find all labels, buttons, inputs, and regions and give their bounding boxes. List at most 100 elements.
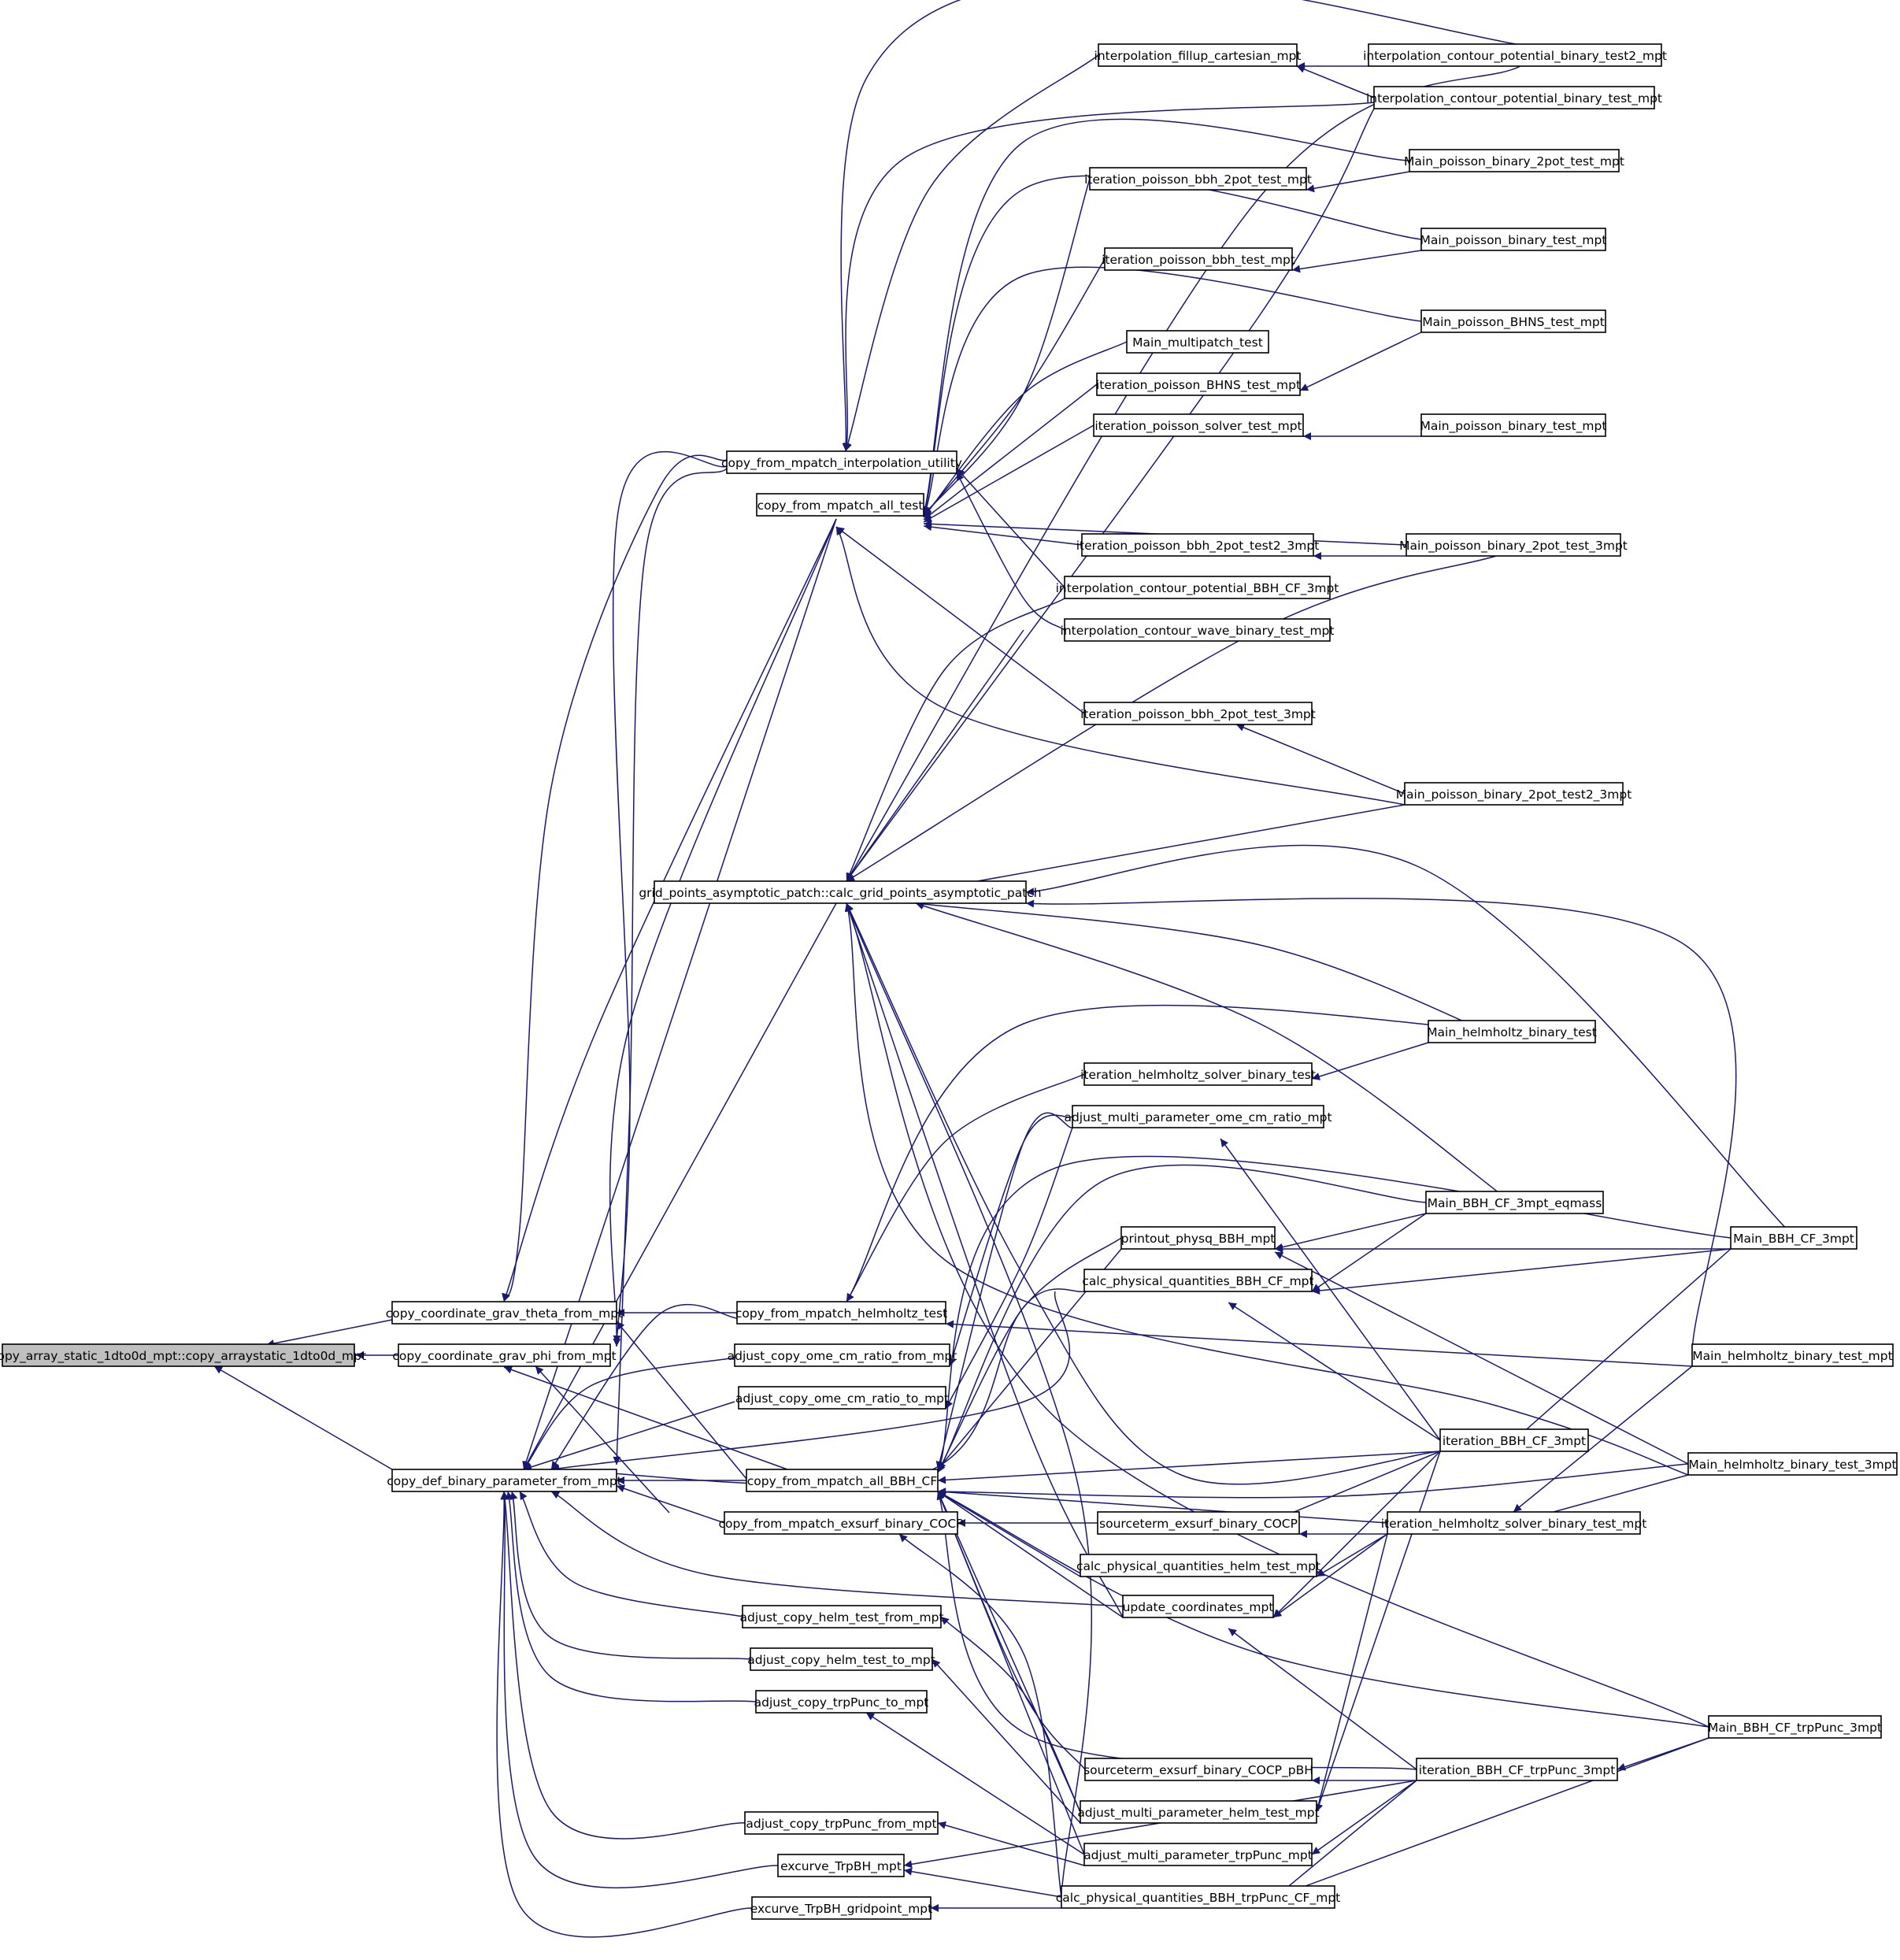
function-node[interactable]: adjust_copy_trpPunc_from_mpt — [744, 1811, 939, 1835]
function-node[interactable]: printout_physq_BBH_mpt — [1120, 1226, 1276, 1250]
call-edge-gridpts-from-mbbhtrp — [846, 902, 1709, 1728]
function-node[interactable]: copy_from_mpatch_all_BBH_CF — [746, 1469, 939, 1492]
call-edge-allbbh-from-mbbhtrp — [937, 1491, 1709, 1728]
function-node[interactable]: copy_from_mpatch_interpolation_utility — [721, 450, 962, 474]
function-node[interactable]: Main_poisson_binary_test_mpt — [1420, 228, 1607, 251]
function-node[interactable]: copy_from_mpatch_helmholtz_test — [735, 1301, 947, 1325]
function-node[interactable]: adjust_copy_trpPunc_to_mpt — [754, 1690, 929, 1714]
call-edge-defbin-from-adjtrpfrom — [501, 1491, 746, 1840]
node-label: iteration_helmholtz_solver_binary_test — [1080, 1068, 1316, 1083]
call-edge-srcexsurf-from-ibbh3 — [1267, 1451, 1441, 1524]
function-node[interactable]: iteration_poisson_solver_test_mpt — [1093, 413, 1304, 437]
root-node[interactable]: copy_array_static_1dto0d_mpt::copy_array… — [0, 1343, 366, 1367]
call-edge-calcphys-from-mbbheq — [1311, 1213, 1427, 1292]
function-node[interactable]: Main_helmholtz_binary_test_3mpt — [1687, 1452, 1898, 1476]
function-node[interactable]: calc_physical_quantities_helm_test_mpt — [1076, 1554, 1320, 1577]
call-edge-interputil-from-icpbt2 — [840, 0, 1521, 452]
function-node[interactable]: Main_helmholtz_binary_test — [1427, 1020, 1597, 1043]
call-edge-alltest-from-mainmp — [923, 341, 1128, 518]
function-node[interactable]: excurve_TrpBH_mpt — [777, 1854, 905, 1877]
function-node[interactable]: iteration_BBH_CF_trpPunc_3mpt — [1416, 1758, 1618, 1781]
function-node[interactable]: Main_poisson_binary_2pot_test_3mpt — [1399, 533, 1628, 557]
node-label: Main_poisson_binary_test_mpt — [1420, 233, 1607, 248]
function-node[interactable]: adjust_copy_helm_test_to_mpt — [747, 1647, 935, 1671]
node-box — [1373, 86, 1655, 109]
node-label: Main_poisson_binary_2pot_test2_3mpt — [1396, 787, 1632, 802]
function-node[interactable]: adjust_multi_parameter_ome_cm_ratio_mpt — [1064, 1105, 1332, 1128]
call-edge-gridpts-from-mpb2pot3 — [846, 555, 1497, 882]
node-label: iteration_helmholtz_solver_binary_test_m… — [1381, 1517, 1647, 1532]
function-node[interactable]: Main_helmholtz_binary_test_mpt — [1691, 1343, 1894, 1367]
call-edge-exsurf-from-calctrp — [898, 1533, 1062, 1898]
function-node[interactable]: adjust_copy_ome_cm_ratio_from_mpt — [728, 1343, 957, 1367]
function-node[interactable]: interpolation_contour_potential_BBH_CF_3… — [1056, 576, 1339, 599]
function-node[interactable]: interpolation_contour_potential_binary_t… — [1366, 86, 1662, 109]
node-box — [1080, 1554, 1317, 1577]
function-node[interactable]: update_coordinates_mpt — [1122, 1595, 1274, 1618]
call-edge-adjomefrom-from-adjmultiome — [948, 1114, 1073, 1367]
function-node[interactable]: calc_physical_quantities_BBH_trpPunc_CF_… — [1056, 1885, 1340, 1909]
call-edge-updcoord-from-ihelmsolvermpt — [1272, 1533, 1388, 1618]
function-node[interactable]: Main_BBH_CF_3mpt_eqmass — [1425, 1191, 1604, 1214]
node-box — [1064, 576, 1331, 599]
function-node[interactable]: copy_def_binary_parameter_from_mpt — [387, 1469, 622, 1492]
node-label: copy_coordinate_grav_phi_from_mpt — [392, 1349, 616, 1364]
function-node[interactable]: sourceterm_exsurf_binary_COCP — [1097, 1511, 1300, 1535]
function-node[interactable]: iteration_BBH_CF_3mpt — [1439, 1428, 1589, 1452]
function-node[interactable]: iteration_poisson_bbh_test_mpt — [1102, 247, 1295, 271]
function-node[interactable]: iteration_poisson_bbh_2pot_test_mpt — [1084, 167, 1312, 191]
function-node[interactable]: Main_multipatch_test — [1126, 330, 1269, 354]
function-node[interactable]: excurve_TrpBH_gridpoint_mpt — [750, 1896, 932, 1920]
node-box — [1368, 43, 1662, 67]
function-node[interactable]: Main_poisson_BHNS_test_mpt — [1420, 309, 1606, 333]
function-node[interactable]: iteration_helmholtz_solver_binary_test — [1080, 1062, 1316, 1086]
node-box — [1093, 413, 1304, 437]
node-box — [744, 1811, 939, 1835]
function-node[interactable]: Main_poisson_binary_2pot_test_mpt — [1404, 149, 1624, 172]
node-label: adjust_copy_helm_test_from_mpt — [739, 1610, 943, 1625]
call-edge-adjmultitrp-from-ibbhtrp — [1311, 1780, 1417, 1855]
function-node[interactable]: interpolation_contour_potential_binary_t… — [1363, 43, 1667, 67]
function-node[interactable]: Main_poisson_binary_2pot_test2_3mpt — [1396, 782, 1632, 806]
node-label: adjust_multi_parameter_helm_test_mpt — [1077, 1806, 1319, 1821]
function-node[interactable]: grid_points_asymptotic_patch::calc_grid_… — [639, 880, 1042, 904]
function-node[interactable]: sourceterm_exsurf_binary_COCP_pBH — [1083, 1758, 1313, 1781]
function-node[interactable]: copy_from_mpatch_all_test — [756, 493, 924, 517]
node-label: adjust_copy_helm_test_to_mpt — [747, 1653, 935, 1668]
node-label: adjust_multi_parameter_ome_cm_ratio_mpt — [1064, 1110, 1331, 1125]
function-node[interactable]: iteration_poisson_bbh_2pot_test_3mpt — [1080, 702, 1316, 725]
node-box — [1387, 1511, 1641, 1535]
node-box — [1089, 167, 1307, 191]
call-edge-defbin-from-interputil — [613, 468, 728, 1465]
function-node[interactable]: iteration_poisson_BHNS_test_mpt — [1096, 372, 1301, 396]
call-edge-theta-from-interputil — [502, 454, 728, 1302]
node-box — [1083, 1269, 1313, 1292]
function-node[interactable]: iteration_helmholtz_solver_binary_test_m… — [1381, 1511, 1647, 1535]
function-node[interactable]: copy_coordinate_grav_theta_from_mpt — [386, 1301, 623, 1325]
function-node[interactable]: copy_coordinate_grav_phi_from_mpt — [392, 1343, 617, 1367]
node-label: Main_poisson_BHNS_test_mpt — [1422, 315, 1605, 330]
function-node[interactable]: adjust_multi_parameter_trpPunc_mpt — [1083, 1843, 1313, 1866]
node-label: copy_coordinate_grav_theta_from_mpt — [386, 1306, 623, 1321]
function-node[interactable]: iteration_poisson_bbh_2pot_test2_3mpt — [1076, 533, 1320, 557]
function-node[interactable]: calc_physical_quantities_BBH_CF_mpt — [1082, 1269, 1314, 1292]
call-edge-alltest-from-mpbt — [922, 175, 1422, 516]
call-edge-gridpts-from-mpb2pot2_3 — [915, 804, 1406, 895]
function-node[interactable]: copy_from_mpatch_exsurf_binary_COCP — [718, 1511, 964, 1535]
function-node[interactable]: Main_poisson_binary_test_mpt — [1420, 413, 1607, 437]
node-box — [1708, 1715, 1882, 1739]
function-node[interactable]: Main_BBH_CF_3mpt — [1730, 1226, 1857, 1250]
node-box — [1080, 1800, 1317, 1824]
node-label: Main_helmholtz_binary_test_mpt — [1692, 1349, 1892, 1364]
call-edge-adjometo-from-adjmultiome — [945, 1127, 1073, 1410]
call-edge-updcoord-from-ibbhtrp — [1228, 1628, 1417, 1770]
function-node[interactable]: adjust_multi_parameter_helm_test_mpt — [1077, 1800, 1320, 1824]
node-label: copy_from_mpatch_all_BBH_CF — [747, 1474, 938, 1489]
function-node[interactable]: Main_BBH_CF_trpPunc_3mpt — [1708, 1715, 1882, 1739]
call-edge-ibbh3-from-mbbh3 — [1513, 1248, 1731, 1441]
function-node[interactable]: interpolation_contour_wave_binary_test_m… — [1061, 618, 1335, 642]
function-node[interactable]: interpolation_fillup_cartesian_mpt — [1094, 43, 1302, 67]
call-edge-allbbh-from-ibbh3 — [937, 1451, 1441, 1484]
function-node[interactable]: adjust_copy_helm_test_from_mpt — [739, 1605, 944, 1628]
function-node[interactable]: adjust_copy_ome_cm_ratio_to_mpt — [735, 1386, 949, 1410]
